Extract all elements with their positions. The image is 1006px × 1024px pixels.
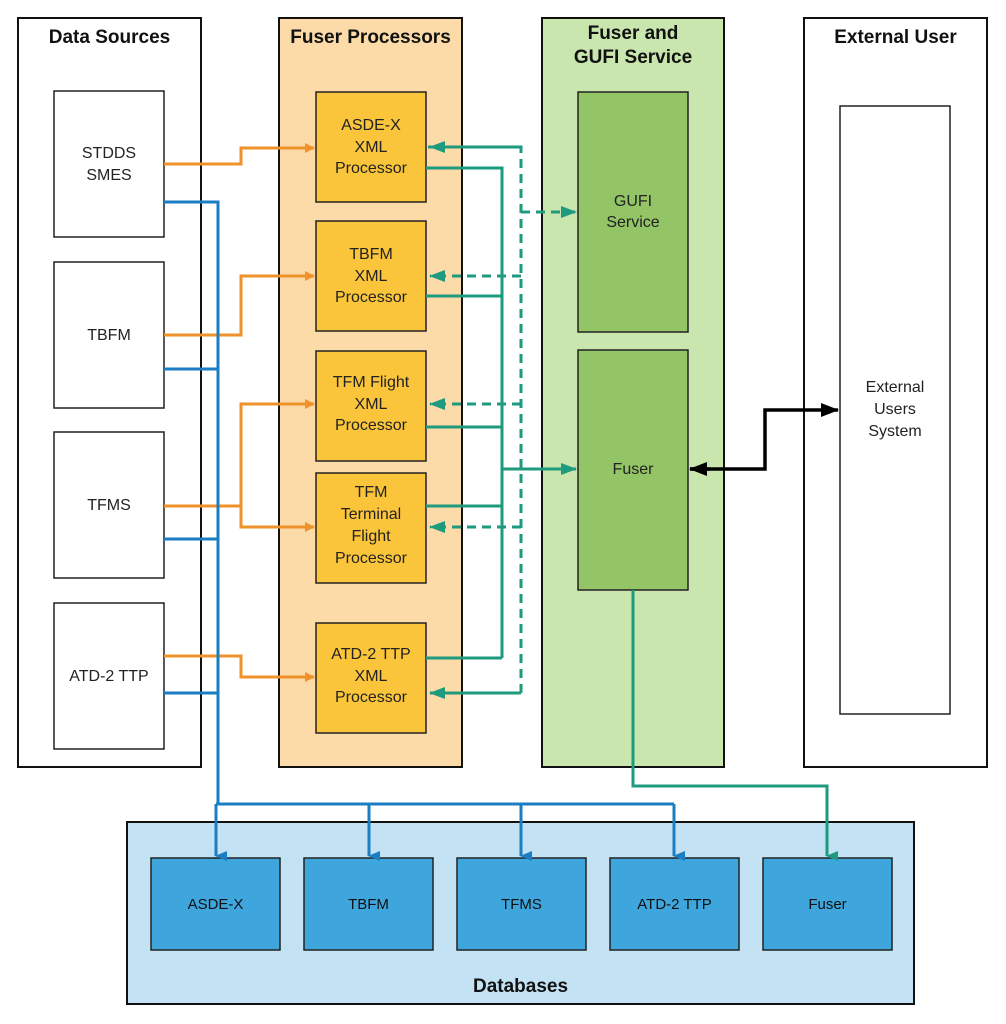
processor-label-line: XML xyxy=(355,268,388,285)
database-label: TFMS xyxy=(501,896,542,913)
database-label: ASDE-X xyxy=(188,896,244,913)
external-user-title: External User xyxy=(834,27,957,48)
processor-asdex-xml[interactable]: ASDE-X XML Processor xyxy=(315,91,427,203)
database-label: Fuser xyxy=(808,896,846,913)
processor-label-line: XML xyxy=(355,139,388,156)
external-users-system-box[interactable]: External Users System xyxy=(839,105,951,715)
connector-tfms-to-tfm-terminal xyxy=(239,506,315,532)
database-label: ATD-2 TTP xyxy=(637,896,711,913)
fuser-service-box[interactable]: Fuser xyxy=(577,349,689,591)
source-stdds-smes[interactable]: STDDS SMES xyxy=(53,90,165,238)
external-system-label-line: External xyxy=(866,379,925,396)
source-tbfm[interactable]: TBFM xyxy=(53,261,165,409)
processor-tfm-terminal-flight[interactable]: TFM Terminal Flight Processor xyxy=(315,472,427,584)
processor-label-line: Terminal xyxy=(341,506,401,523)
source-label-line: ATD-2 TTP xyxy=(69,668,148,685)
fuser-label: Fuser xyxy=(613,461,655,478)
processor-label-line: Processor xyxy=(335,289,408,306)
source-label-line: STDDS xyxy=(82,145,136,162)
gufi-exchange-connectors xyxy=(428,141,577,699)
processor-label-line: Processor xyxy=(335,417,408,434)
processor-label-line: ATD-2 TTP xyxy=(331,646,410,663)
databases-title: Databases xyxy=(473,976,568,997)
connector-tfms-to-tfm-flight xyxy=(164,399,315,508)
external-system-label-line: System xyxy=(868,423,921,440)
gufi-label-line: GUFI xyxy=(614,193,652,210)
processor-label-line: TFM Flight xyxy=(333,374,410,391)
processor-label-line: XML xyxy=(355,668,388,685)
source-atd2-ttp[interactable]: ATD-2 TTP xyxy=(53,602,165,750)
source-to-database-connectors xyxy=(164,200,685,861)
source-to-processor-connectors xyxy=(164,143,315,682)
database-fuser[interactable]: Fuser xyxy=(762,857,893,951)
source-label-line: TFMS xyxy=(87,497,131,514)
connector-asdex-to-fuser-bus xyxy=(426,166,504,658)
processor-label-line: TFM xyxy=(355,484,388,501)
connector-fuser-to-external xyxy=(690,403,839,471)
fuser-processors-title: Fuser Processors xyxy=(290,27,451,48)
database-atd2-ttp[interactable]: ATD-2 TTP xyxy=(609,857,740,951)
source-label-line: SMES xyxy=(86,167,131,184)
fuser-gufi-title-line-2: GUFI Service xyxy=(574,47,692,68)
gufi-label-line: Service xyxy=(606,214,659,231)
source-tfms[interactable]: TFMS xyxy=(53,431,165,579)
processor-label-line: Flight xyxy=(351,528,391,545)
database-tbfm[interactable]: TBFM xyxy=(303,857,434,951)
processor-label-line: TBFM xyxy=(349,246,393,263)
processor-atd2-ttp-xml[interactable]: ATD-2 TTP XML Processor xyxy=(315,622,427,734)
fuser-gufi-title-line-1: Fuser and xyxy=(588,23,679,44)
connector-fuser-to-fuser-db xyxy=(631,590,838,861)
processor-to-fuser-connectors xyxy=(426,166,838,861)
external-system-label-line: Users xyxy=(874,401,916,418)
processor-tfm-flight-xml[interactable]: TFM Flight XML Processor xyxy=(315,350,427,462)
connector-stdds-to-asdex xyxy=(164,143,315,166)
processor-label-line: ASDE-X xyxy=(341,117,401,134)
processor-label-line: Processor xyxy=(335,550,408,567)
processor-tbfm-xml[interactable]: TBFM XML Processor xyxy=(315,220,427,332)
fuser-external-connector xyxy=(689,403,839,476)
database-asdex[interactable]: ASDE-X xyxy=(150,857,281,951)
connector-atd2-to-atd2-processor xyxy=(164,654,315,682)
processor-label-line: XML xyxy=(355,396,388,413)
source-label-line: TBFM xyxy=(87,327,131,344)
processor-label-line: Processor xyxy=(335,160,408,177)
database-tfms[interactable]: TFMS xyxy=(456,857,587,951)
connector-stdds-to-bus xyxy=(164,200,220,804)
database-label: TBFM xyxy=(348,896,389,913)
data-sources-title: Data Sources xyxy=(49,27,170,48)
processor-label-line: Processor xyxy=(335,689,408,706)
gufi-service-box[interactable]: GUFI Service xyxy=(577,91,689,333)
connector-tbfm-to-tbfm-processor xyxy=(164,271,315,337)
